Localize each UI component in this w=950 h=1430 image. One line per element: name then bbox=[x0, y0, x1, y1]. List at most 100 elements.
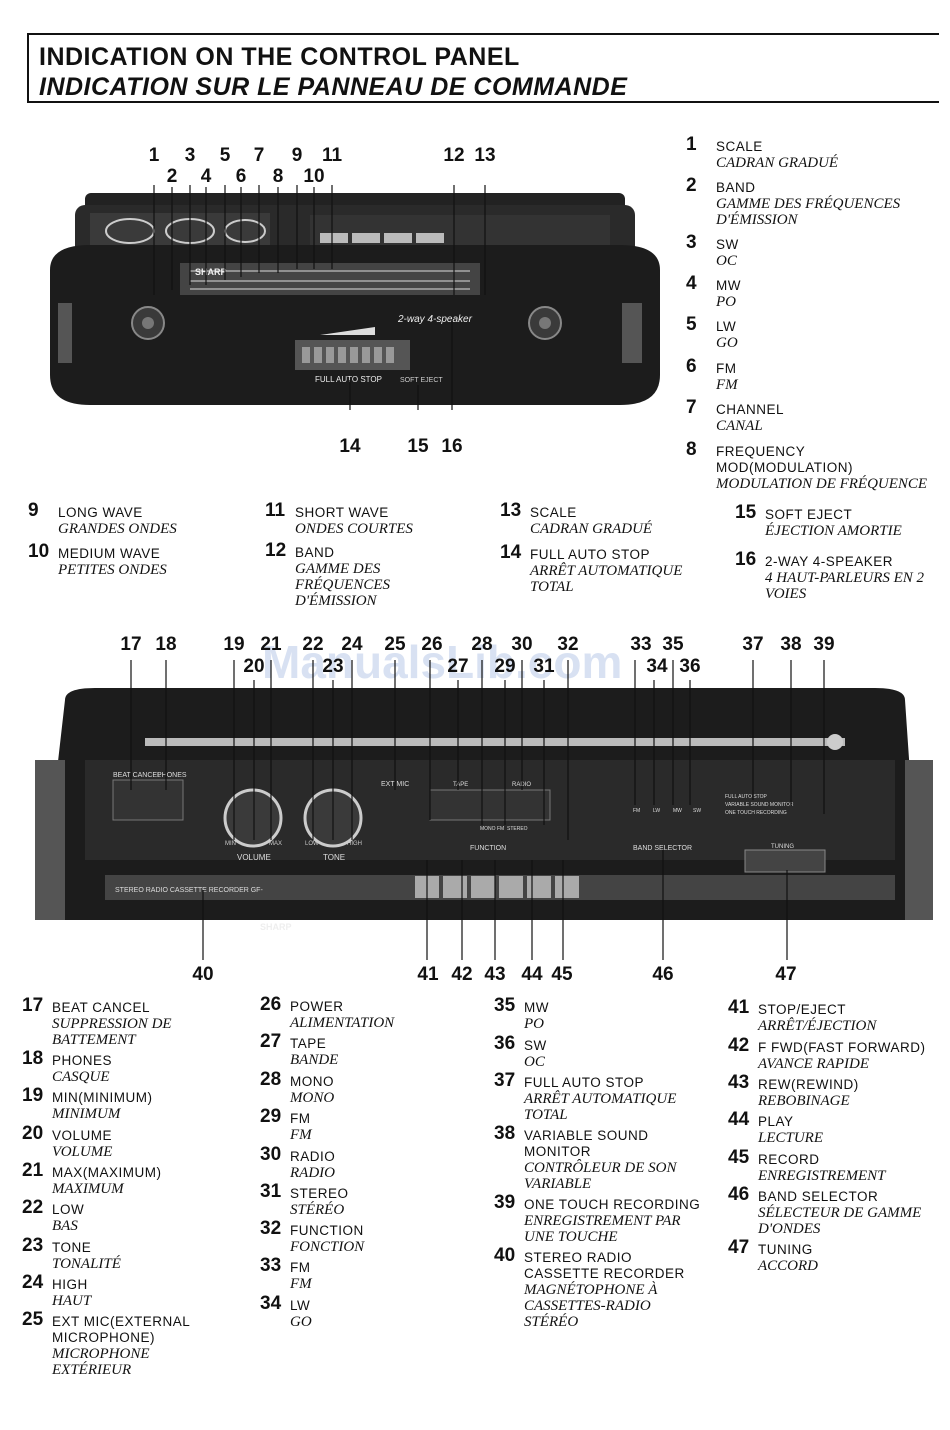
callout-16: 16 bbox=[441, 436, 463, 457]
callout-33: 33 bbox=[630, 634, 652, 655]
watermark: ManualsLib.com bbox=[262, 636, 623, 688]
band-lw-label: LW bbox=[653, 808, 660, 814]
callout-21: 21 bbox=[260, 634, 282, 655]
callout-34: 34 bbox=[646, 656, 668, 677]
callout-9: 9 bbox=[291, 145, 303, 166]
volume-label: VOLUME bbox=[237, 853, 271, 862]
callout-14: 14 bbox=[339, 436, 361, 457]
callout-2: 2 bbox=[166, 166, 178, 187]
callout-11: 11 bbox=[321, 145, 343, 166]
callout-1: 1 bbox=[148, 145, 160, 166]
callout-19: 19 bbox=[223, 634, 245, 655]
tape-label: TAPE bbox=[453, 782, 468, 788]
callout-38: 38 bbox=[780, 634, 802, 655]
indicator-one-touch-recording: ONE TOUCH RECORDING bbox=[725, 810, 787, 816]
callout-22: 22 bbox=[302, 634, 324, 655]
callout-31: 31 bbox=[533, 656, 555, 677]
band-fm-label: FM bbox=[633, 808, 640, 814]
callout-42: 42 bbox=[451, 964, 473, 985]
front-panel-photo: SHARP 2-way 4-speaker FULL AUTO STOP SOF… bbox=[50, 185, 660, 410]
callout-27: 27 bbox=[447, 656, 469, 677]
beat-cancel-label: BEAT CANCEL bbox=[113, 772, 161, 779]
callout-12: 12 bbox=[443, 145, 465, 166]
front-brand-label: SHARP bbox=[195, 267, 227, 277]
indicator-full-auto-stop: FULL AUTO STOP bbox=[725, 794, 768, 800]
callout-3: 3 bbox=[184, 145, 196, 166]
callout-41: 41 bbox=[417, 964, 439, 985]
callout-46: 46 bbox=[652, 964, 674, 985]
speaker-label: 2-way 4-speaker bbox=[397, 314, 473, 325]
low-label: LOW bbox=[305, 841, 319, 847]
callout-17: 17 bbox=[120, 634, 142, 655]
band-selector-label: BAND SELECTOR bbox=[633, 845, 692, 852]
callout-35: 35 bbox=[662, 634, 684, 655]
stereo-label: STEREO bbox=[507, 826, 528, 832]
control-panel-photo: BEAT CANCEL PHONES VOLUME TONE MIN MAX L… bbox=[35, 660, 933, 960]
front-soft-eject-label: SOFT EJECT bbox=[400, 377, 443, 384]
callout-23: 23 bbox=[322, 656, 344, 677]
callout-45: 45 bbox=[551, 964, 573, 985]
callout-39: 39 bbox=[813, 634, 835, 655]
callout-26: 26 bbox=[421, 634, 443, 655]
high-label: HIGH bbox=[347, 841, 362, 847]
function-label: FUNCTION bbox=[470, 845, 506, 852]
page-header: INDICATION ON THE CONTROL PANEL INDICATI… bbox=[27, 33, 939, 103]
callout-43: 43 bbox=[484, 964, 506, 985]
callout-24: 24 bbox=[341, 634, 363, 655]
callout-37: 37 bbox=[742, 634, 764, 655]
callout-5: 5 bbox=[219, 145, 231, 166]
callout-32: 32 bbox=[557, 634, 579, 655]
callout-10: 10 bbox=[303, 166, 325, 187]
callout-29: 29 bbox=[494, 656, 516, 677]
max-label: MAX bbox=[269, 841, 282, 847]
callout-6: 6 bbox=[235, 166, 247, 187]
tuning-label: TUNING bbox=[771, 844, 794, 850]
callout-15: 15 bbox=[407, 436, 429, 457]
min-label: MIN bbox=[225, 841, 236, 847]
callout-25: 25 bbox=[384, 634, 406, 655]
band-mw-label: MW bbox=[673, 808, 682, 814]
callout-44: 44 bbox=[521, 964, 543, 985]
callout-18: 18 bbox=[155, 634, 177, 655]
panel-brand-label: SHARP bbox=[260, 922, 292, 932]
callout-20: 20 bbox=[243, 656, 265, 677]
callout-47: 47 bbox=[775, 964, 797, 985]
